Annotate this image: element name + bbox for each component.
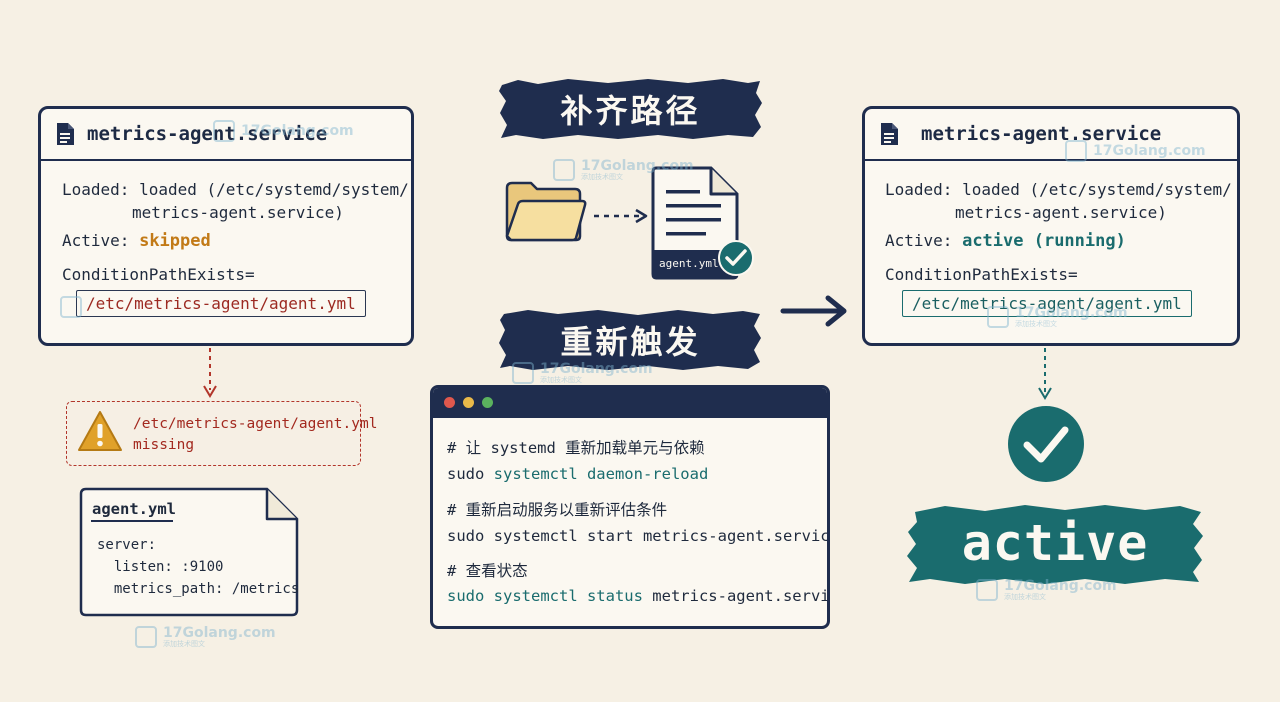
watermark-sub: 添加技术图文 [1004, 593, 1046, 601]
close-dot-icon[interactable] [444, 397, 455, 408]
missing-warning-box: /etc/metrics-agent/agent.yml missing [66, 401, 377, 466]
left-active-line: Active: skipped [62, 231, 211, 251]
terminal-window: # 让 systemd 重新加载单元与依赖 sudo systemctl dae… [430, 385, 830, 629]
file-label: agent.yml [659, 257, 719, 270]
left-card-title: metrics-agent.service [87, 123, 328, 145]
watermark-sub: 添加技术图文 [540, 376, 582, 384]
brush-stroke-bg [499, 310, 761, 370]
left-condition-path: /etc/metrics-agent/agent.yml [76, 290, 366, 317]
active-label: active [961, 514, 1149, 572]
agent-yml-card: agent.yml server: listen: :9100 metrics_… [79, 487, 299, 617]
right-loaded-value-2: metrics-agent.service) [955, 203, 1167, 222]
right-loaded-value-1: loaded (/etc/systemd/system/ [962, 180, 1232, 199]
watermark-logo-icon [135, 626, 157, 648]
comment-restart: # 重新启动服务以重新评估条件 [447, 501, 668, 519]
brush-stroke-bg [499, 79, 762, 139]
step1-title: 补齐路径 [560, 92, 701, 130]
config-file-illustration: agent.yml [651, 166, 757, 282]
command-daemon-reload: sudo systemctl daemon-reload [447, 465, 708, 483]
right-condition-path: /etc/metrics-agent/agent.yml [902, 290, 1192, 317]
cmd1-rest: systemctl daemon-reload [484, 465, 709, 483]
folder-icon [505, 181, 587, 242]
document-icon [57, 123, 74, 145]
agent-yml-filename: agent.yml [92, 500, 176, 518]
comment-reload: # 让 systemd 重新加载单元与依赖 [447, 439, 705, 457]
active-banner: active [905, 502, 1205, 586]
right-arrow-icon [780, 295, 847, 327]
right-condition-label: ConditionPathExists= [885, 265, 1078, 284]
left-loaded-label: Loaded: [62, 180, 130, 199]
warning-line-2: missing [133, 437, 195, 453]
step2-title: 重新触发 [560, 323, 701, 361]
yaml-line-1: server: [97, 537, 157, 553]
right-active-label: Active: [885, 231, 953, 250]
left-loaded-value-1: loaded (/etc/systemd/system/ [139, 180, 409, 199]
right-loaded-label: Loaded: [885, 180, 953, 199]
dashed-arrow-icon [594, 208, 648, 224]
left-loaded-value-2: metrics-agent.service) [132, 203, 344, 222]
left-active-label: Active: [62, 231, 130, 250]
left-card-header: metrics-agent.service [41, 109, 411, 161]
yaml-line-3: metrics_path: /metrics [97, 581, 300, 597]
cmd3-teal: sudo systemctl status [447, 587, 643, 605]
filename-underline [91, 520, 173, 522]
maximize-dot-icon[interactable] [482, 397, 493, 408]
brush-stroke-bg [907, 505, 1203, 584]
minimize-dot-icon[interactable] [463, 397, 474, 408]
document-icon [881, 123, 898, 145]
cmd1-prefix: sudo [447, 465, 485, 483]
watermark-text: 17Golang.com [163, 625, 276, 641]
left-loaded-line: Loaded: loaded (/etc/systemd/system/ [62, 180, 409, 199]
comment-status: # 查看状态 [447, 562, 528, 580]
yaml-line-2: listen: :9100 [97, 559, 224, 575]
right-active-line: Active: active (running) [885, 231, 1126, 251]
cmd3-rest: metrics-agent.service [642, 587, 830, 605]
command-status: sudo systemctl status metrics-agent.serv… [447, 587, 830, 605]
right-loaded-line: Loaded: loaded (/etc/systemd/system/ [885, 180, 1232, 199]
warning-line-1: /etc/metrics-agent/agent.yml [133, 416, 378, 432]
left-service-card: metrics-agent.service Loaded: loaded (/e… [38, 106, 414, 346]
watermark-sub: 添加技术图文 [163, 640, 205, 648]
step1-banner: 补齐路径 [498, 77, 763, 141]
right-active-value: active (running) [962, 231, 1126, 251]
warning-icon [78, 411, 122, 451]
left-condition-label: ConditionPathExists= [62, 265, 255, 284]
step2-banner: 重新触发 [498, 308, 763, 372]
missing-arrow [203, 348, 217, 398]
terminal-titlebar [433, 388, 827, 418]
right-service-card: metrics-agent.service Loaded: loaded (/e… [862, 106, 1240, 346]
left-active-value: skipped [139, 231, 211, 251]
success-arrow [1038, 348, 1052, 400]
right-card-header: metrics-agent.service [865, 109, 1237, 161]
check-circle-icon [718, 240, 754, 276]
right-card-title: metrics-agent.service [921, 123, 1162, 145]
file-icon [651, 166, 739, 280]
success-check-icon [1008, 406, 1084, 482]
command-start: sudo systemctl start metrics-agent.servi… [447, 527, 830, 545]
